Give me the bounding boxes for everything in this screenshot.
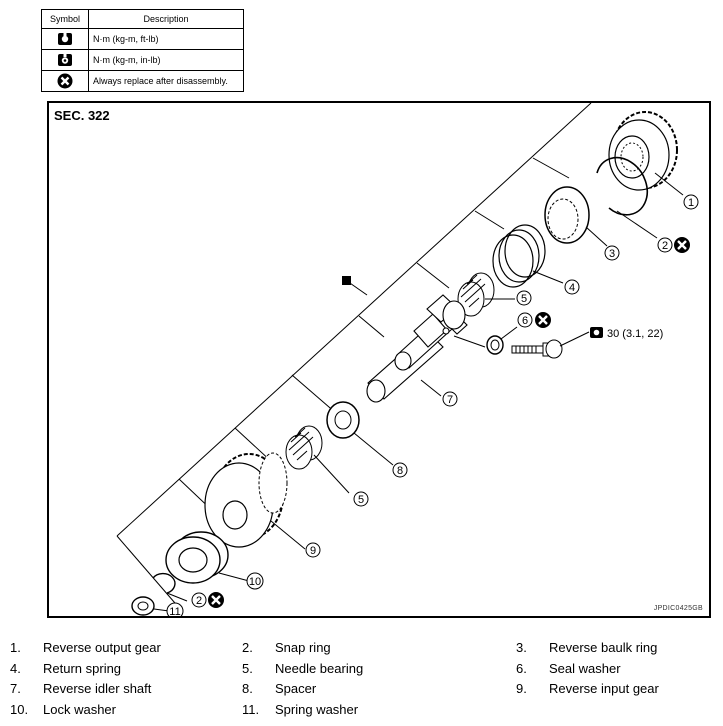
callout-2-label: 2 — [196, 595, 202, 607]
leader-line — [654, 172, 684, 196]
callout-1-label: 1 — [688, 197, 694, 209]
part-name: Return spring — [43, 661, 122, 676]
snap-ring-drawing — [152, 572, 176, 594]
callout-11: 11 — [166, 602, 184, 616]
part-number: 2. — [242, 640, 253, 655]
legend-description: N·m (kg-m, ft-lb) — [88, 28, 244, 50]
reverse-output-gear-drawing — [608, 111, 678, 191]
exploded-view-diagram: 1 2 3 4 5 6 30 (3.1, 22) — [47, 101, 711, 618]
snap-ring-drawing — [596, 156, 649, 216]
torque-value-label: 30 (3.1, 22) — [607, 328, 663, 340]
legend-header-symbol: Symbol — [41, 9, 89, 29]
leader-line — [532, 270, 564, 284]
callout-9: 9 — [305, 542, 321, 558]
leader-line — [585, 226, 608, 247]
leader-line — [353, 432, 394, 466]
legend-header-description: Description — [88, 9, 244, 29]
callout-3: 3 — [604, 245, 620, 261]
return-spring-drawing — [492, 224, 546, 288]
torque-wrench-icon — [58, 33, 72, 45]
callout-2: 2 — [657, 235, 692, 255]
torque-callout: 30 (3.1, 22) — [590, 327, 663, 340]
callout-6: 6 — [517, 310, 553, 330]
leader-line — [153, 608, 170, 612]
part-name: Reverse output gear — [43, 640, 161, 655]
callout-4-label: 4 — [569, 282, 575, 294]
leader-line — [218, 572, 250, 582]
assembly-frame-lines — [116, 103, 592, 611]
callout-5-label: 5 — [521, 293, 527, 305]
bolt-drawing — [511, 339, 563, 359]
spacer-drawing — [326, 401, 360, 439]
callout-10: 10 — [246, 572, 264, 590]
callout-10-label: 10 — [249, 576, 261, 588]
replace-x-icon — [672, 235, 692, 255]
needle-bearing-drawing — [285, 425, 323, 470]
replace-x-icon — [57, 73, 73, 89]
legend-symbol-cell — [41, 28, 89, 50]
part-name: Reverse baulk ring — [549, 640, 658, 655]
replace-x-icon — [206, 590, 226, 610]
callout-5-lower: 5 — [353, 491, 369, 507]
callout-8-label: 8 — [397, 465, 403, 477]
leader-line — [616, 210, 658, 239]
part-name: Reverse input gear — [549, 681, 659, 696]
callout-9-label: 9 — [310, 545, 316, 557]
lock-washer-drawing — [165, 531, 229, 584]
parts-list: 1. Reverse output gear 2. Snap ring 3. R… — [0, 638, 723, 726]
callout-5-upper: 5 — [516, 290, 532, 306]
part-number: 5. — [242, 661, 253, 676]
part-number: 8. — [242, 681, 253, 696]
callout-3-label: 3 — [609, 248, 615, 260]
reverse-idler-shaft-drawing — [366, 294, 468, 403]
torque-wrench-small-icon — [58, 54, 72, 66]
assembly-marker — [342, 276, 351, 285]
part-name: Needle bearing — [275, 661, 364, 676]
part-number: 3. — [516, 640, 527, 655]
leader-line — [500, 326, 518, 340]
leader-line — [166, 592, 188, 602]
callout-2-lower: 2 — [191, 590, 226, 610]
part-name: Reverse idler shaft — [43, 681, 152, 696]
part-name: Snap ring — [275, 640, 331, 655]
part-name: Spacer — [275, 681, 317, 696]
callout-8: 8 — [392, 462, 408, 478]
part-name: Seal washer — [549, 661, 621, 676]
callout-5-label: 5 — [358, 494, 364, 506]
part-number: 11. — [242, 702, 260, 717]
leader-line — [270, 520, 306, 550]
callout-7-label: 7 — [447, 394, 453, 406]
callout-6-label: 6 — [522, 315, 528, 327]
section-title: SEC. 322 — [54, 108, 110, 123]
callout-1: 1 — [683, 194, 699, 210]
reverse-input-gear-drawing — [204, 452, 288, 548]
exploded-view-drawing: 1 2 3 4 5 6 30 (3.1, 22) — [116, 103, 699, 616]
symbol-legend-table: Symbol Description N·m (kg-m, ft-lb) N·m… — [41, 9, 244, 92]
part-number: 9. — [516, 681, 527, 696]
part-number: 6. — [516, 661, 527, 676]
part-number: 10. — [10, 702, 29, 717]
part-name: Spring washer — [275, 702, 359, 717]
legend-description: Always replace after disassembly. — [88, 70, 244, 92]
leader-line — [313, 454, 350, 494]
legend-symbol-cell — [41, 70, 89, 92]
leader-line — [420, 379, 442, 397]
spring-washer-drawing — [131, 596, 155, 616]
legend-description: N·m (kg-m, in-lb) — [88, 49, 244, 71]
replace-x-icon — [533, 310, 553, 330]
part-number: 1. — [10, 640, 21, 655]
figure-code: JPDIC0425GB — [653, 605, 703, 612]
part-number: 4. — [10, 661, 21, 676]
legend-symbol-cell — [41, 49, 89, 71]
leader-line — [453, 335, 486, 348]
callout-4: 4 — [564, 279, 580, 295]
reverse-baulk-ring-drawing — [544, 186, 590, 244]
part-number: 7. — [10, 681, 21, 696]
seal-washer-drawing — [486, 335, 504, 355]
callout-7: 7 — [442, 391, 458, 407]
callout-11-label: 11 — [169, 606, 180, 616]
leader-line — [559, 331, 590, 347]
part-name: Lock washer — [43, 702, 116, 717]
callout-2-label: 2 — [662, 240, 668, 252]
